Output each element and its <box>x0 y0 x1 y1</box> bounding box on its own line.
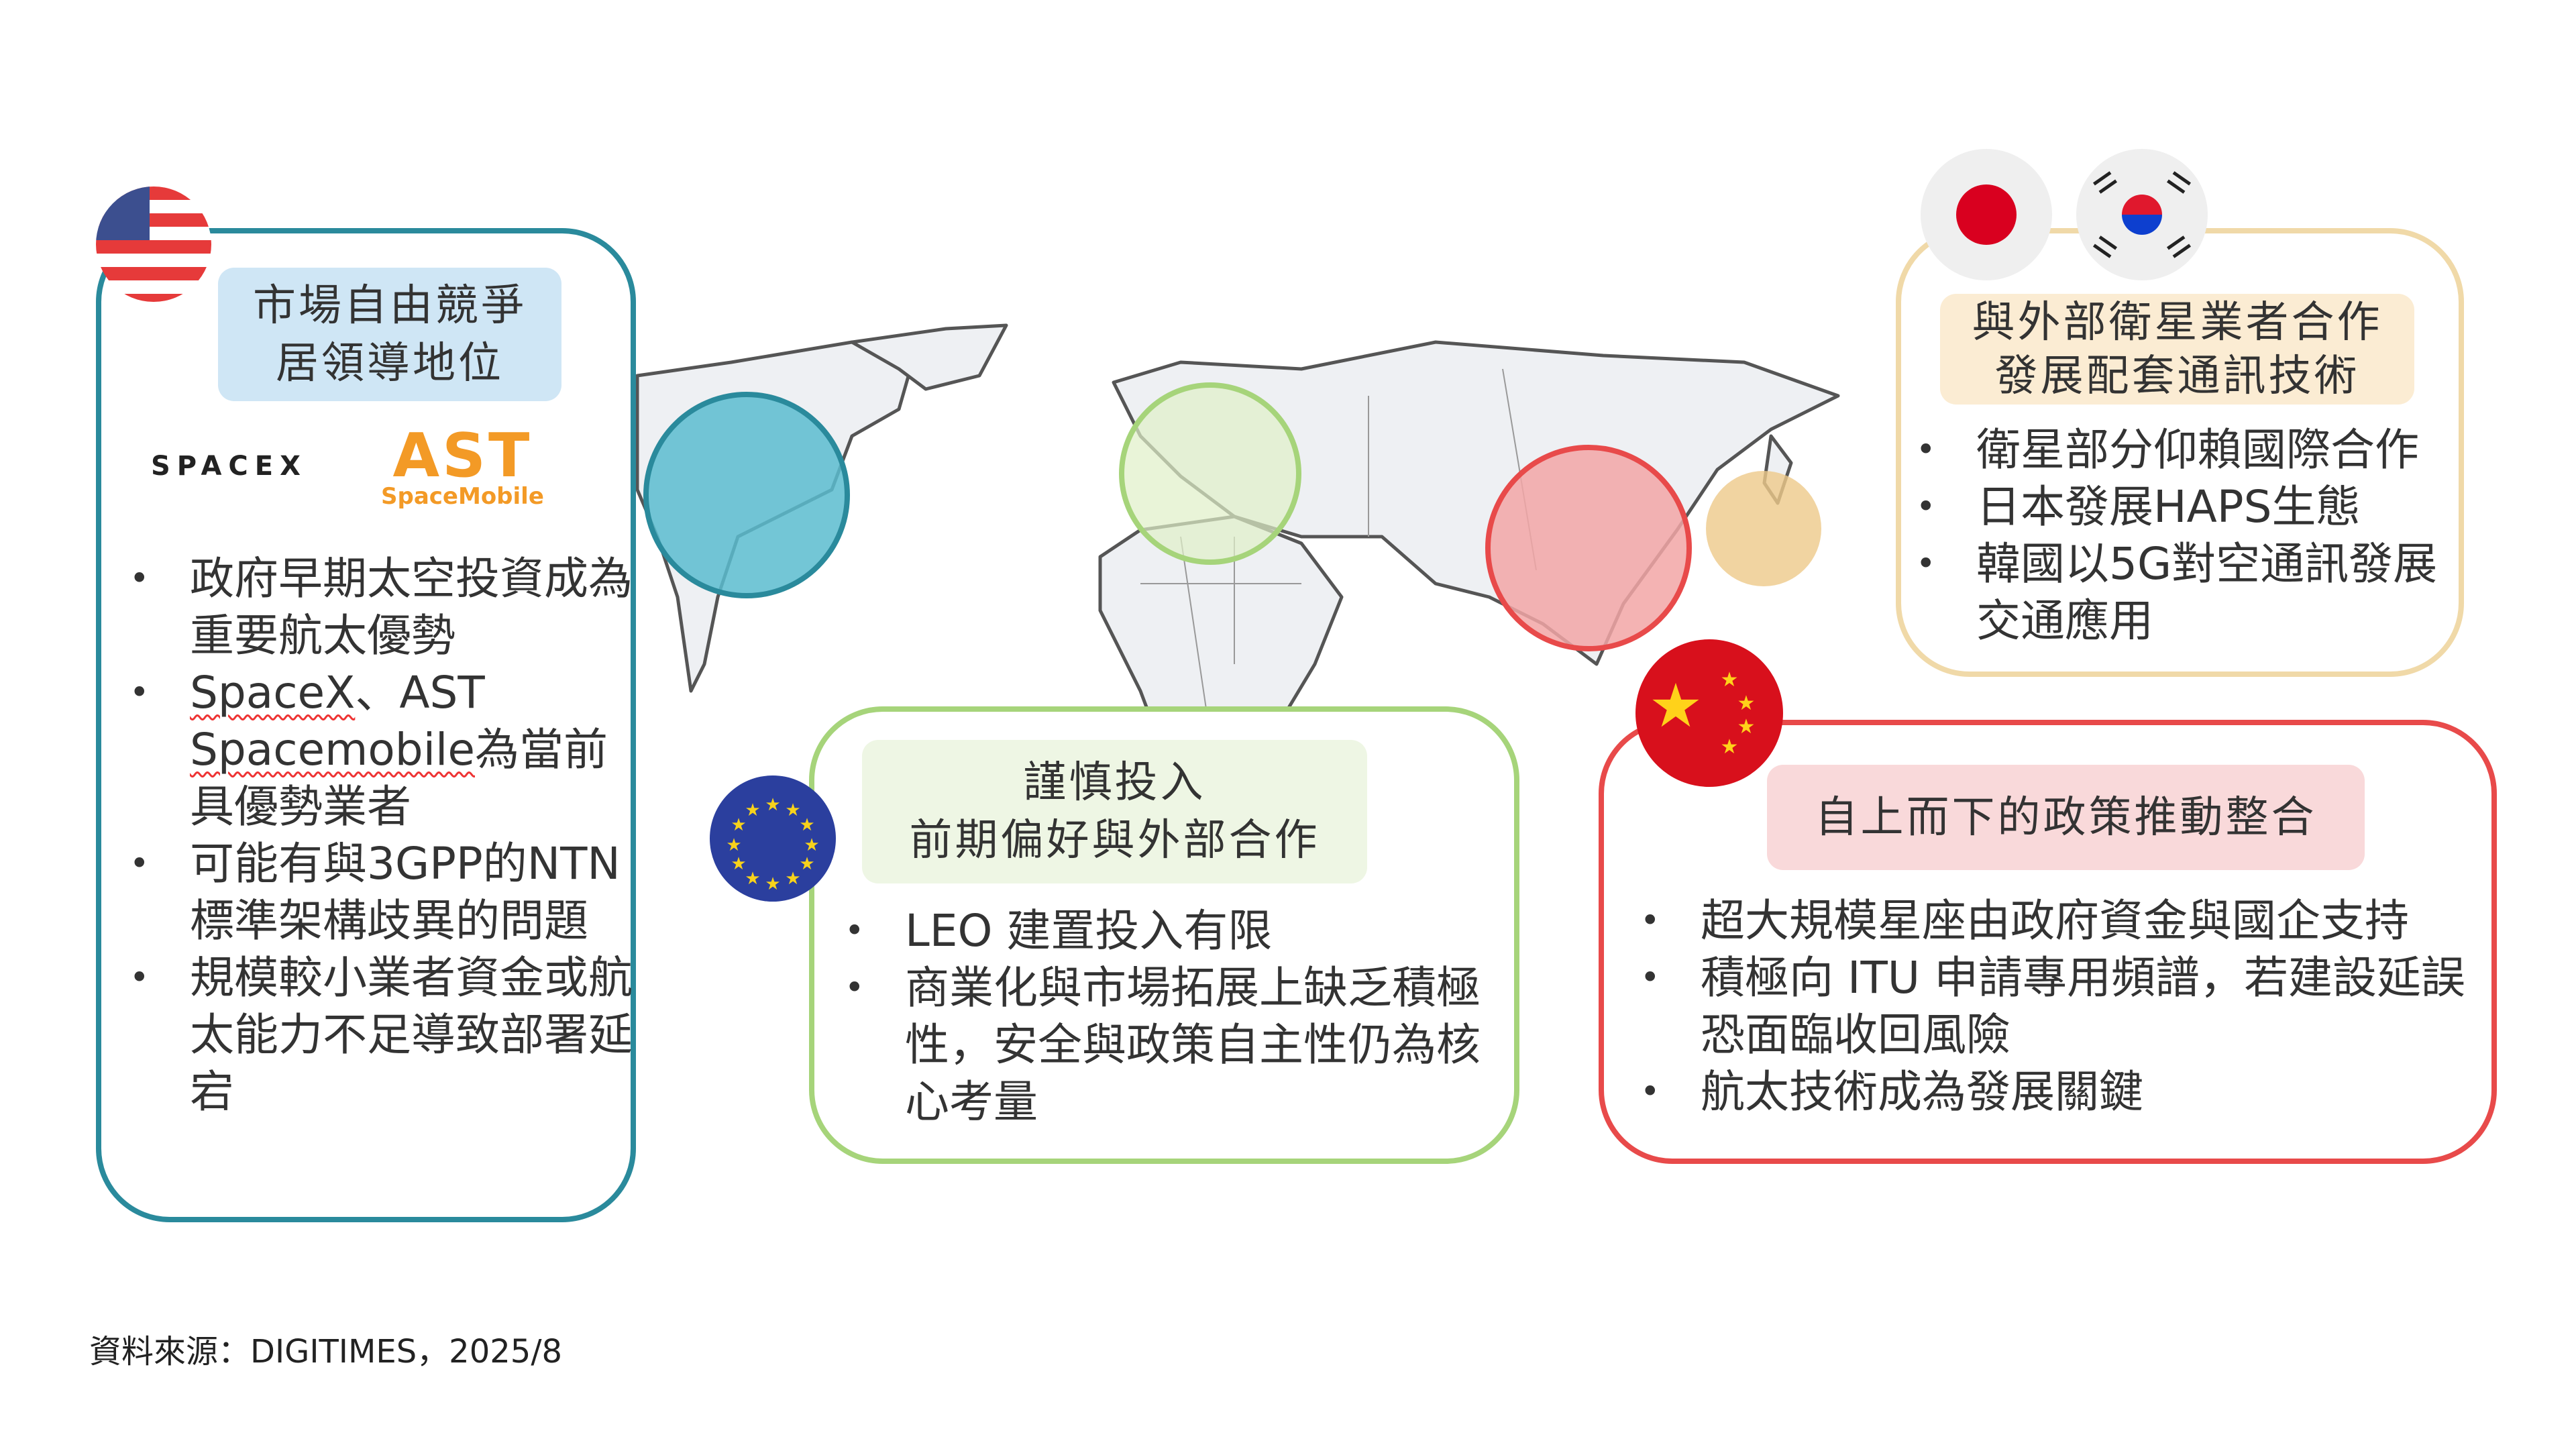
list-item: LEO 建置投入有限 <box>845 902 1495 959</box>
ast-text: 、AST <box>355 667 485 718</box>
list-item: SpaceX、AST Spacemobile為當前具優勢業者 <box>129 664 633 835</box>
list-item: 商業化與市場拓展上缺乏積極性，安全與政策自主性仍為核心考量 <box>845 959 1495 1130</box>
svg-text:★: ★ <box>799 815 814 835</box>
usa-title: 市場自由競爭 居領導地位 <box>218 268 561 401</box>
europe-region-highlight <box>1119 382 1301 565</box>
japan-korea-title-line: 發展配套通訊技術 <box>1994 351 2360 401</box>
list-item: 規模較小業者資金或航太能力不足導致部署延宕 <box>129 949 633 1120</box>
china-region-highlight <box>1485 445 1692 651</box>
greenland <box>850 323 1008 391</box>
spacemobile-text: Spacemobile <box>190 724 475 775</box>
japan-korea-bullets: 衛星部分仰賴國際合作 日本發展HAPS生態 韓國以5G對空通訊發展交通應用 <box>1916 421 2446 649</box>
list-item: 日本發展HAPS生態 <box>1916 478 2446 535</box>
list-item: 政府早期太空投資成為重要航太優勢 <box>129 550 633 664</box>
list-item: 積極向 ITU 申請專用頻譜，若建設延誤恐面臨收回風險 <box>1640 949 2479 1063</box>
japan-korea-region-highlight <box>1706 471 1821 586</box>
china-title-line: 自上而下的政策推動整合 <box>1815 792 2317 843</box>
svg-text:★: ★ <box>785 800 800 820</box>
china-title: 自上而下的政策推動整合 <box>1767 765 2365 870</box>
ast-logo: AST SpaceMobile <box>381 421 544 511</box>
svg-text:★: ★ <box>1721 735 1739 759</box>
svg-text:★: ★ <box>765 795 780 815</box>
usa-title-line: 居領導地位 <box>276 338 504 388</box>
spacex-text: SpaceX <box>190 667 356 718</box>
svg-text:★: ★ <box>1721 668 1739 692</box>
spacex-logo: SPACEX <box>151 451 307 482</box>
svg-text:★: ★ <box>785 869 800 889</box>
japan-korea-title-line: 與外部衛星業者合作 <box>1972 297 2383 347</box>
usa-region-highlight <box>643 392 850 598</box>
list-item: 衛星部分仰賴國際合作 <box>1916 421 2446 478</box>
korea-flag-icon <box>2076 149 2208 280</box>
svg-text:★: ★ <box>804 835 819 855</box>
list-item: 超大規模星座由政府資金與國企支持 <box>1640 892 2479 949</box>
source-note: 資料來源：DIGITIMES，2025/8 <box>89 1333 563 1371</box>
usa-bullets: 政府早期太空投資成為重要航太優勢 SpaceX、AST Spacemobile為當… <box>129 550 633 1120</box>
svg-text:★: ★ <box>799 854 814 874</box>
svg-text:★: ★ <box>745 869 760 889</box>
list-item: 航太技術成為發展關鍵 <box>1640 1063 2479 1120</box>
china-bullets: 超大規模星座由政府資金與國企支持 積極向 ITU 申請專用頻譜，若建設延誤恐面臨… <box>1640 892 2479 1120</box>
list-item-text: 為當前具優勢業者 <box>190 724 608 833</box>
svg-text:★: ★ <box>1737 715 1756 739</box>
ast-logo-sub: SpaceMobile <box>381 483 544 510</box>
eu-bullets: LEO 建置投入有限 商業化與市場拓展上缺乏積極性，安全與政策自主性仍為核心考量 <box>845 902 1495 1130</box>
usa-flag-icon <box>96 186 211 302</box>
svg-text:★: ★ <box>1737 692 1756 715</box>
japan-flag-icon <box>1921 149 2052 280</box>
eu-title-line: 前期偏好與外部合作 <box>909 816 1320 865</box>
svg-text:★: ★ <box>745 800 760 820</box>
eu-flag-icon: ★★★★★★★★★★★★ <box>710 775 836 902</box>
ast-logo-text: AST <box>392 421 533 491</box>
svg-text:★: ★ <box>731 815 746 835</box>
svg-text:★: ★ <box>731 854 746 874</box>
eu-title: 謹慎投入 前期偏好與外部合作 <box>862 740 1367 883</box>
svg-text:★: ★ <box>1649 671 1703 741</box>
china-flag-icon: ★★★★★ <box>1635 639 1783 787</box>
svg-text:★: ★ <box>726 835 741 855</box>
usa-title-line: 市場自由競爭 <box>253 280 527 331</box>
japan-korea-title: 與外部衛星業者合作 發展配套通訊技術 <box>1940 294 2414 405</box>
svg-text:★: ★ <box>765 874 780 894</box>
list-item: 韓國以5G對空通訊發展交通應用 <box>1916 535 2446 649</box>
world-map <box>635 323 1840 798</box>
list-item: 可能有與3GPP的NTN標準架構歧異的問題 <box>129 835 633 949</box>
eu-title-line: 謹慎投入 <box>1023 758 1206 808</box>
